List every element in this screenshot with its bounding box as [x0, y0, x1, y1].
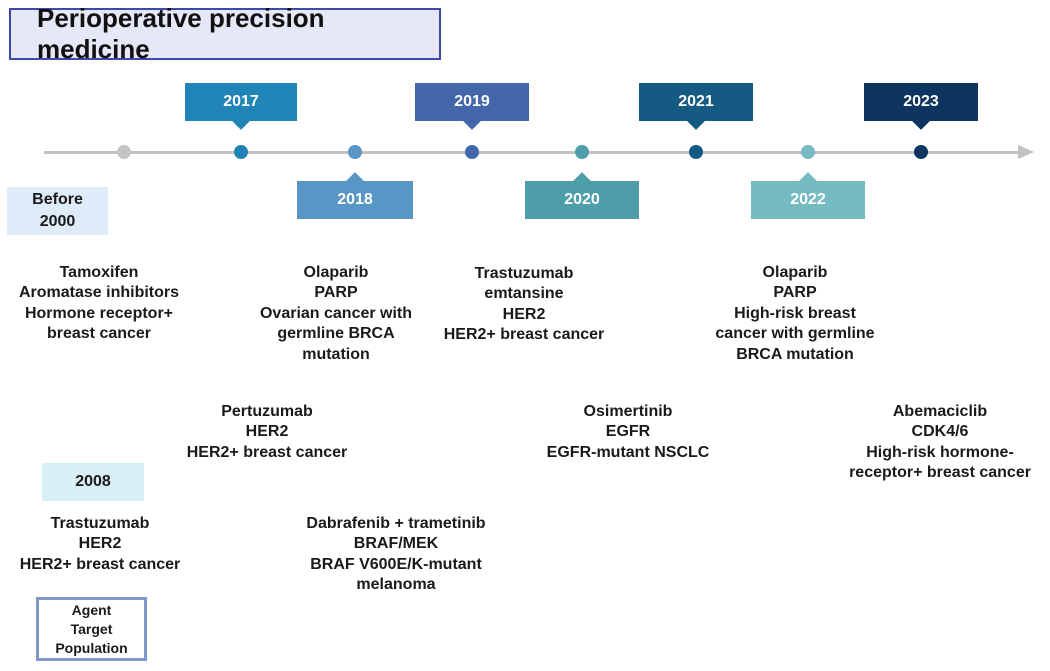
timeline-dot-2022 — [801, 145, 815, 159]
timeline-dot-2019 — [465, 145, 479, 159]
year-box-2022: 2022 — [751, 181, 865, 219]
approval-osimertinib: Osimertinib EGFR EGFR-mutant NSCLC — [530, 402, 726, 463]
approval-agent: Abemaciclib — [892, 403, 988, 420]
approval-population: High-risk hormone- — [866, 443, 1014, 461]
approval-agent: Tamoxifen — [59, 264, 139, 281]
legend-target: Target — [70, 620, 113, 637]
approval-target: PARP — [773, 284, 817, 302]
approval-target: Hormone receptor+ — [24, 304, 174, 322]
approval-olaparib-2022: Olaparib PARP High-risk breast cancer wi… — [700, 263, 890, 365]
approval-population: HER2+ breast cancer — [443, 326, 605, 344]
approval-agent: Dabrafenib + trametinib — [306, 515, 486, 532]
legend-population: Population — [55, 639, 128, 656]
approval-dabrafenib-trametinib: Dabrafenib + trametinib BRAF/MEK BRAF V6… — [290, 514, 502, 596]
approval-population-3: mutation — [302, 345, 370, 363]
approval-population-2: receptor+ breast cancer — [849, 464, 1031, 482]
timeline-dot-2017 — [234, 145, 248, 159]
approval-population: EGFR-mutant NSCLC — [546, 443, 710, 461]
approval-tamoxifen: Tamoxifen Aromatase inhibitors Hormone r… — [10, 263, 188, 345]
approval-target: HER2 — [78, 535, 122, 553]
approval-population: HER2+ breast cancer — [19, 555, 181, 573]
approval-population-2: cancer with germline — [715, 325, 875, 343]
year-box-2019: 2019 — [415, 83, 529, 121]
approval-target: HER2 — [245, 423, 289, 441]
approval-agent: Trastuzumab — [50, 515, 150, 532]
approval-agent: Osimertinib — [583, 403, 673, 420]
approval-agent: Trastuzumab — [474, 265, 574, 282]
year-box-before-2000: Before 2000 — [7, 187, 108, 235]
year-box-2008: 2008 — [42, 463, 144, 501]
approval-population: High-risk breast — [734, 304, 856, 322]
approval-target: EGFR — [605, 423, 651, 441]
timeline-dot-2020 — [575, 145, 589, 159]
year-box-2023: 2023 — [864, 83, 978, 121]
approval-pertuzumab: Pertuzumab HER2 HER2+ breast cancer — [170, 402, 364, 463]
diagram-title: Perioperative precision medicine — [9, 3, 441, 64]
approval-target: HER2 — [502, 305, 546, 323]
timeline-dot-2021 — [689, 145, 703, 159]
approval-agent-2: emtansine — [484, 285, 564, 303]
year-label-2017: 2017 — [223, 93, 259, 110]
approval-agent: Olaparib — [303, 264, 369, 281]
before-2000-line2: 2000 — [39, 213, 76, 230]
year-label-2022: 2022 — [790, 191, 826, 208]
approval-agent-2: Aromatase inhibitors — [18, 284, 180, 302]
approval-target: CDK4/6 — [911, 423, 969, 441]
approval-target: PARP — [314, 284, 358, 302]
year-label-2008: 2008 — [75, 473, 111, 490]
approval-agent: Pertuzumab — [221, 403, 313, 420]
approval-population: HER2+ breast cancer — [186, 443, 348, 461]
timeline-dot-before-2000 — [117, 145, 131, 159]
approval-population-2: germline BRCA — [277, 325, 395, 343]
approval-trastuzumab-emtansine: Trastuzumab emtansine HER2 HER2+ breast … — [432, 264, 616, 346]
title-text: Perioperative precision medicine — [37, 3, 325, 64]
year-box-2021: 2021 — [639, 83, 753, 121]
approval-target: BRAF/MEK — [353, 535, 439, 553]
approval-population: BRAF V600E/K-mutant — [310, 555, 482, 573]
year-label-2021: 2021 — [678, 93, 714, 110]
year-label-2023: 2023 — [903, 93, 939, 110]
timeline-dot-2018 — [348, 145, 362, 159]
approval-population-2: melanoma — [356, 576, 436, 594]
timeline-arrow-icon — [1018, 145, 1034, 159]
timeline-dot-2023 — [914, 145, 928, 159]
approval-trastuzumab: Trastuzumab HER2 HER2+ breast cancer — [6, 514, 194, 575]
approval-agent: Olaparib — [762, 264, 828, 281]
year-label-2020: 2020 — [564, 191, 600, 208]
approval-abemaciclib: Abemaciclib CDK4/6 High-risk hormone- re… — [832, 402, 1048, 484]
approval-population: Ovarian cancer with — [259, 304, 413, 322]
year-label-2019: 2019 — [454, 93, 490, 110]
approval-olaparib-2018: Olaparib PARP Ovarian cancer with germli… — [243, 263, 429, 365]
year-label-2018: 2018 — [337, 191, 373, 208]
before-2000-line1: Before — [32, 191, 83, 208]
year-box-2020: 2020 — [525, 181, 639, 219]
approval-population: breast cancer — [46, 325, 152, 343]
year-box-2017: 2017 — [185, 83, 297, 121]
approval-population-3: BRCA mutation — [736, 345, 854, 363]
year-box-2018: 2018 — [297, 181, 413, 219]
legend-agent: Agent — [71, 601, 112, 618]
timeline-axis — [44, 151, 1019, 154]
legend-box: Agent Target Population — [36, 597, 147, 661]
